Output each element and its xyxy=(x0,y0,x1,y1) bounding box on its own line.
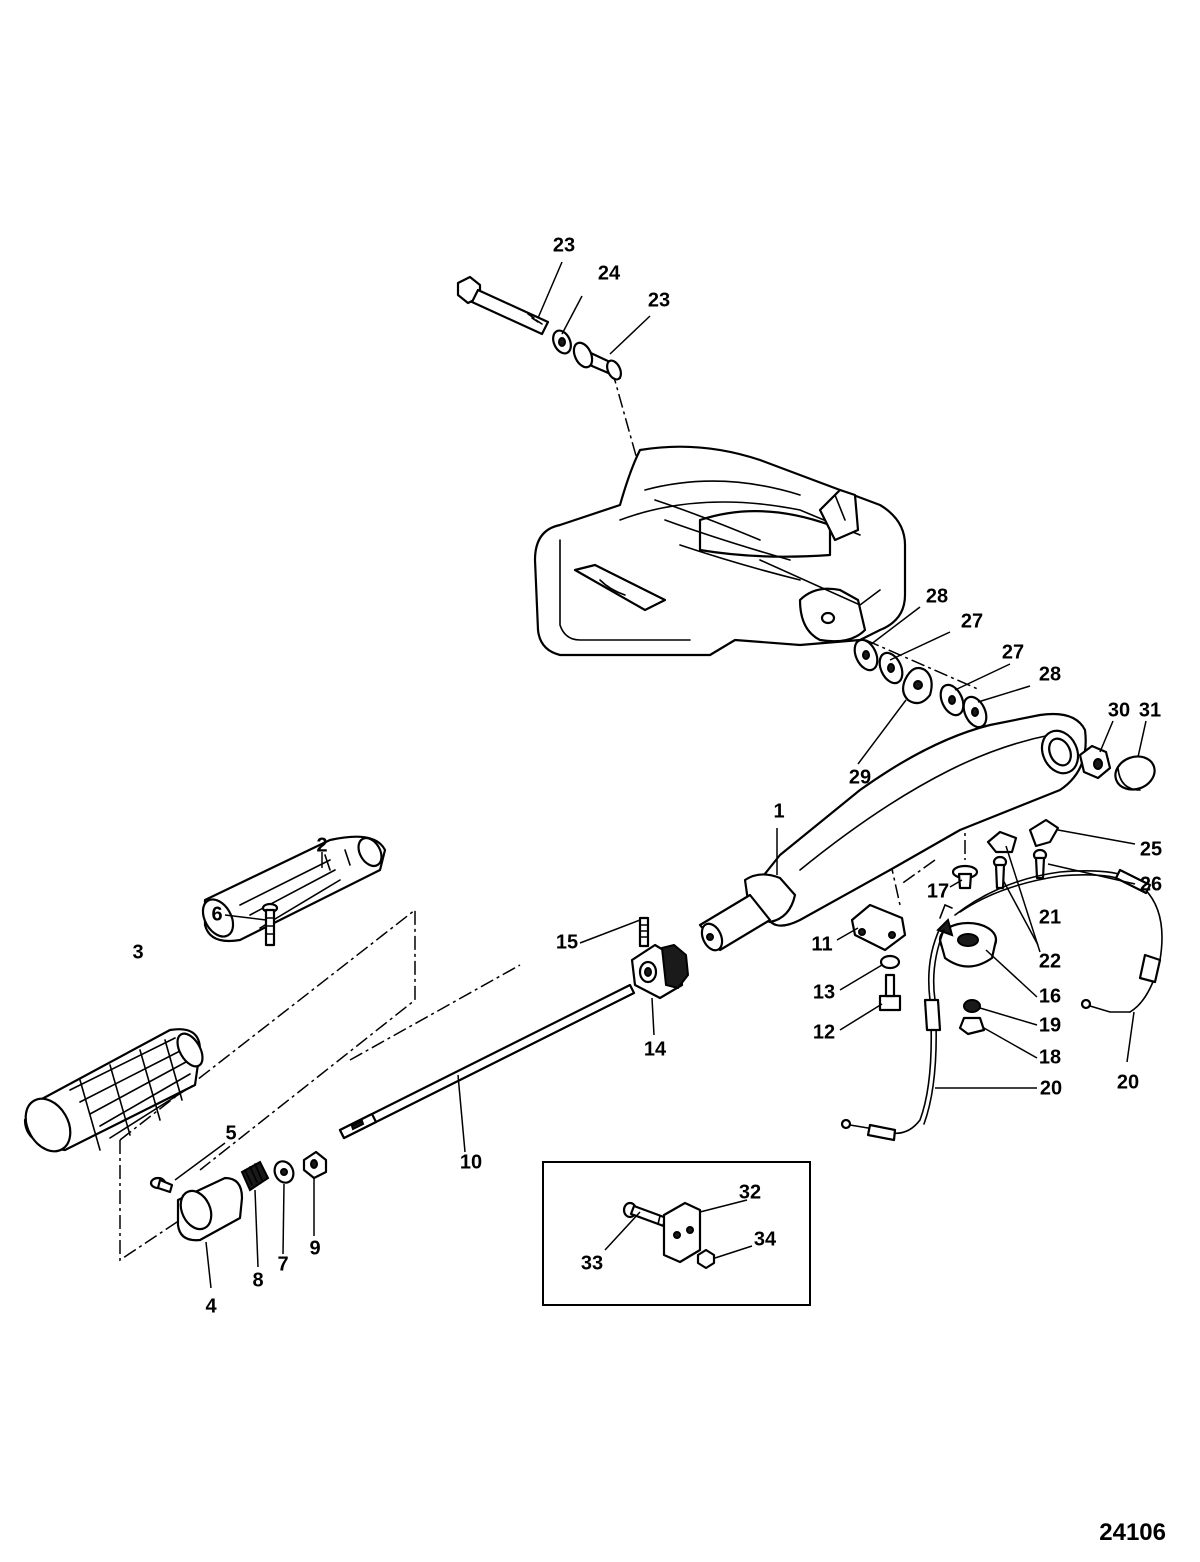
grip-3 xyxy=(23,1028,204,1153)
callout-26: 24 xyxy=(598,262,621,284)
callout-32: 32 xyxy=(739,1181,761,1203)
tiller-arm-1 xyxy=(698,712,1087,952)
callout-21: 21 xyxy=(1039,906,1061,928)
bolt-12 xyxy=(878,973,902,1012)
callout-31: 31 xyxy=(1139,699,1161,721)
clip-22 xyxy=(1028,818,1060,848)
callout-11: 11 xyxy=(811,933,832,955)
washer-7 xyxy=(273,1160,295,1184)
bolt-25 xyxy=(456,275,550,336)
bracket-32 xyxy=(662,1201,702,1264)
nut-18 xyxy=(958,1016,986,1036)
callout-28-a: 28 xyxy=(926,585,948,607)
grip-sleeve-2 xyxy=(201,835,387,943)
callout-13: 13 xyxy=(813,981,835,1003)
wire-harness-20 xyxy=(840,868,1163,1142)
callout-25: 23 xyxy=(553,234,575,256)
callout-4: 4 xyxy=(205,1295,217,1317)
callout-12: 12 xyxy=(813,1021,835,1043)
washer-26 xyxy=(552,329,572,355)
callout-17: 17 xyxy=(927,880,949,902)
callout-23-b: 22 xyxy=(1039,950,1061,972)
inset-frame xyxy=(542,1161,811,1306)
callout-10: 10 xyxy=(460,1151,482,1173)
plug-17 xyxy=(951,864,979,890)
clip-21 xyxy=(986,830,1018,854)
washer-stack xyxy=(853,638,988,729)
callout-23-a: 26 xyxy=(1140,873,1162,895)
callout-30: 30 xyxy=(1108,699,1130,721)
callout-16: 16 xyxy=(1039,985,1061,1007)
callout-29: 29 xyxy=(849,766,871,788)
nut-9 xyxy=(302,1150,328,1180)
callout-20-a: 20 xyxy=(1040,1077,1062,1099)
leader-lines xyxy=(174,261,1147,1289)
callout-15: 15 xyxy=(556,931,578,953)
callout-28-b: 28 xyxy=(1039,663,1061,685)
screw-23-b xyxy=(1032,848,1048,880)
callout-1: 1 xyxy=(773,800,784,822)
washer-13 xyxy=(879,954,901,970)
nut-30 xyxy=(1078,744,1112,780)
tiller-bracket xyxy=(533,445,907,657)
screw-5 xyxy=(149,1176,174,1194)
collar-4 xyxy=(176,1176,244,1242)
cap-31 xyxy=(1114,755,1156,791)
callout-22: 25 xyxy=(1140,838,1162,860)
screw-23-a xyxy=(992,855,1008,890)
callout-5: 5 xyxy=(225,1122,236,1144)
spring-8 xyxy=(240,1160,270,1192)
callout-27-b: 27 xyxy=(1002,641,1024,663)
callout-34: 34 xyxy=(754,1228,777,1250)
callout-20-b: 20 xyxy=(1117,1071,1139,1093)
figure-number: 24106 xyxy=(1099,1519,1166,1546)
callout-19: 19 xyxy=(1039,1014,1061,1036)
washer-19 xyxy=(963,999,981,1013)
gear-14 xyxy=(630,943,690,1000)
switch-16 xyxy=(936,918,998,968)
callout-8: 8 xyxy=(252,1269,263,1291)
throttle-shaft-10 xyxy=(338,983,636,1140)
callout-9: 9 xyxy=(309,1237,320,1259)
callout-6: 6 xyxy=(211,903,222,925)
callout-18: 18 xyxy=(1039,1046,1061,1068)
callout-24: 23 xyxy=(648,289,670,311)
callout-3: 3 xyxy=(132,941,143,963)
callout-14: 14 xyxy=(644,1038,667,1060)
bracket-11 xyxy=(850,903,907,952)
nut-34 xyxy=(696,1248,716,1270)
callout-labels: 23 24 23 28 27 27 28 29 30 31 1 25 26 21… xyxy=(132,234,1162,1317)
inset-detail xyxy=(542,1161,811,1306)
bushing-24 xyxy=(572,341,622,381)
screw-6 xyxy=(261,902,279,947)
pin-15 xyxy=(638,916,650,948)
callout-7: 7 xyxy=(277,1253,288,1275)
callout-33: 33 xyxy=(581,1252,603,1274)
callout-2: 2 xyxy=(316,834,327,856)
callout-27-a: 27 xyxy=(961,610,983,632)
